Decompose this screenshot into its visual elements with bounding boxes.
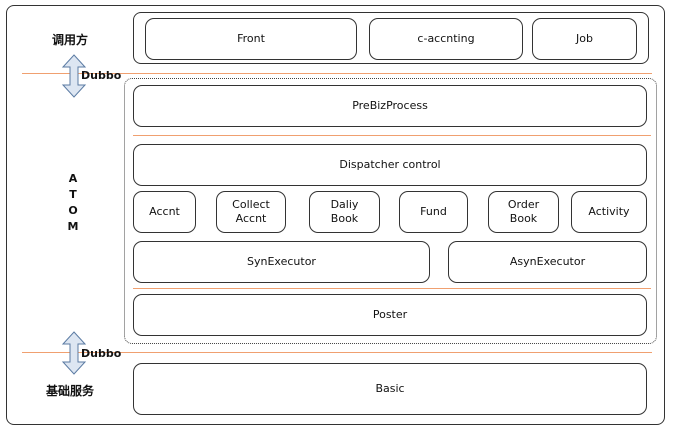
caller-label: 调用方 (52, 33, 89, 47)
c-accnting-node: c-accnting (369, 18, 523, 60)
double-arrow-icon (61, 331, 87, 375)
caller-group (133, 12, 649, 64)
atom-divider-2 (133, 288, 651, 289)
basic-service-label: 基础服务 (46, 384, 95, 398)
job-node: Job (532, 18, 637, 60)
dubbo-divider-top (22, 73, 652, 74)
dubbo-divider-bottom (22, 352, 652, 353)
order-book-node: Order Book (488, 191, 559, 233)
atom-letter-o: O (68, 204, 78, 217)
atom-divider-1 (133, 135, 651, 136)
prebizprocess-node: PreBizProcess (133, 85, 647, 127)
dubbo-label-bottom: Dubbo (81, 347, 122, 360)
front-node: Front (145, 18, 357, 60)
dubbo-label-top: Dubbo (81, 69, 122, 82)
fund-node: Fund (399, 191, 468, 233)
double-arrow-icon (61, 54, 87, 98)
synexecutor-node: SynExecutor (133, 241, 430, 283)
collect-accnt-node: Collect Accnt (216, 191, 286, 233)
activity-node: Activity (571, 191, 647, 233)
diagram-frame (6, 5, 665, 425)
dispatcher-control-node: Dispatcher control (133, 144, 647, 186)
atom-letter-a: A (68, 172, 78, 185)
atom-letter-m: M (67, 220, 79, 233)
poster-node: Poster (133, 294, 647, 336)
accnt-node: Accnt (133, 191, 196, 233)
daliy-book-node: Daliy Book (309, 191, 380, 233)
atom-group (124, 78, 657, 344)
asynexecutor-node: AsynExecutor (448, 241, 647, 283)
basic-node: Basic (133, 363, 647, 415)
atom-letter-t: T (69, 188, 77, 201)
